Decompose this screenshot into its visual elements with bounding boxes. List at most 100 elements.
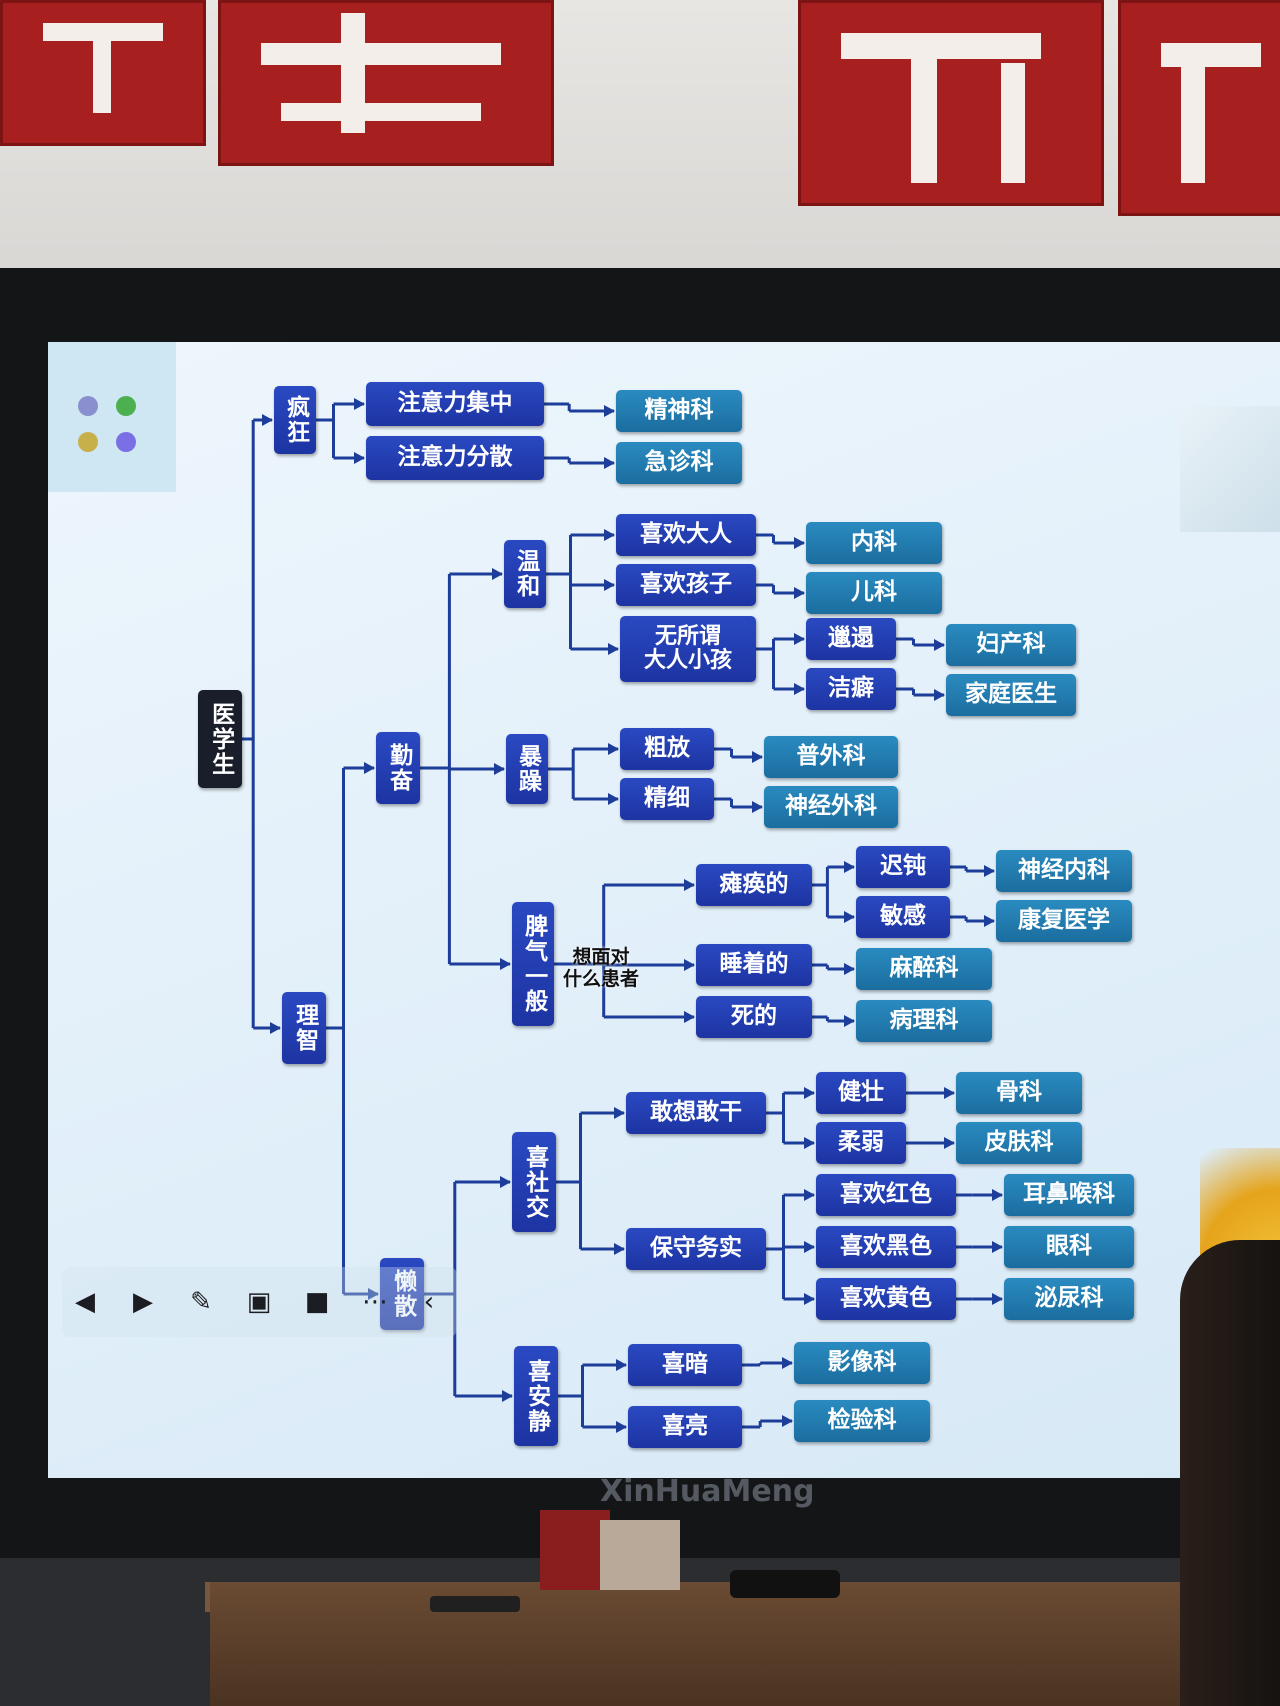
- tree-node-bold: 敢想敢干: [626, 1092, 766, 1134]
- color-dot-4: [116, 432, 136, 452]
- connector-adults: [756, 533, 775, 543]
- arrowhead-quiet: [502, 1390, 513, 1402]
- previous-slide-icon[interactable]: ◀: [75, 1287, 95, 1317]
- arrowhead-uro: [992, 1293, 1003, 1305]
- arrowhead-internal: [794, 537, 805, 549]
- tree-node-anesth: 麻醉科: [856, 948, 992, 990]
- connector-lazy: [424, 1182, 457, 1396]
- arrowhead-anesth: [844, 963, 855, 975]
- next-slide-icon[interactable]: ▶: [133, 1287, 153, 1317]
- arrowhead-peds: [794, 587, 805, 599]
- tree-node-neuro: 神经内科: [996, 850, 1132, 892]
- tree-node-root: 医学生: [198, 690, 242, 788]
- tree-node-lazy: 懒散: [380, 1258, 424, 1330]
- tree-node-focus: 注意力集中: [366, 382, 544, 426]
- arrowhead-patho: [844, 1015, 855, 1027]
- color-dot-2: [116, 396, 136, 416]
- arrowhead-ent: [992, 1189, 1003, 1201]
- screenshot-icon[interactable]: ▣: [246, 1287, 272, 1317]
- tree-node-er: 急诊科: [616, 442, 742, 484]
- arrowhead-asleep: [684, 959, 695, 971]
- wall-banner-right-2: [1118, 0, 1280, 216]
- connector-sloppy: [896, 637, 915, 645]
- connector-dead: [812, 1015, 829, 1021]
- tree-node-gentle: 温和: [504, 540, 546, 608]
- tree-node-crazy: 疯狂: [274, 386, 316, 454]
- arrowhead-eye: [992, 1241, 1003, 1253]
- connector-bold: [766, 1093, 785, 1143]
- tree-node-bright: 喜亮: [628, 1406, 742, 1448]
- tree-node-internal: 内科: [806, 522, 942, 564]
- arrowhead-paralyzed: [684, 879, 695, 891]
- arrowhead-lazy: [368, 1288, 379, 1300]
- connector-quiet: [558, 1365, 584, 1427]
- arrowhead-scatter: [354, 452, 365, 464]
- color-dot-1: [78, 396, 98, 416]
- tree-node-paralyzed: 瘫痪的: [696, 864, 812, 906]
- tree-node-neurosurg: 神经外科: [764, 786, 898, 828]
- tree-node-social: 喜社交: [512, 1132, 556, 1232]
- tree-node-dull: 迟钝: [856, 846, 950, 888]
- wall-banner-left: [0, 0, 206, 146]
- wall-banner-right-1: [798, 0, 1104, 206]
- camera-icon[interactable]: ■: [304, 1287, 330, 1317]
- tree-node-quiet: 喜安静: [514, 1346, 558, 1446]
- arrowhead-neurosurg: [752, 801, 763, 813]
- arrowhead-rehab: [984, 915, 995, 927]
- color-dot-3: [78, 432, 98, 452]
- more-icon[interactable]: ⋯: [362, 1287, 388, 1317]
- tree-node-sloppy: 邋遢: [806, 618, 896, 660]
- presentation-toolbar: ◀ ▶ ✎ ▣ ■ ⋯ ‹: [62, 1267, 457, 1337]
- arrowhead-dead: [684, 1011, 695, 1023]
- arrowhead-sensitive: [844, 911, 855, 923]
- arrowhead-social: [500, 1176, 511, 1188]
- arrowhead-crazy: [262, 414, 273, 426]
- connector-focus: [544, 402, 571, 411]
- connector-scatter: [544, 456, 571, 463]
- tree-node-patho: 病理科: [856, 1000, 992, 1042]
- corner-panel: [48, 342, 176, 492]
- arrowhead-black: [804, 1241, 815, 1253]
- connector-asleep: [812, 963, 829, 969]
- collapse-chevron-icon[interactable]: ‹: [423, 1287, 435, 1317]
- arrowhead-strong: [804, 1087, 815, 1099]
- arrowhead-dull: [844, 861, 855, 873]
- tree-node-fine: 精细: [620, 778, 714, 820]
- arrowhead-rough: [608, 743, 619, 755]
- tree-node-adults: 喜欢大人: [616, 514, 756, 556]
- tree-node-irritable: 暴躁: [506, 734, 548, 804]
- tree-node-psych: 精神科: [616, 390, 742, 432]
- connector-practical: [766, 1195, 785, 1299]
- tree-node-practical: 保守务实: [626, 1228, 766, 1270]
- arrowhead-imaging: [782, 1357, 793, 1369]
- wall-banner-center: [218, 0, 554, 166]
- cup: [540, 1510, 610, 1590]
- tree-node-eye: 眼科: [1004, 1226, 1134, 1268]
- connector-kids: [756, 583, 775, 593]
- arrowhead-gensurg: [752, 751, 763, 763]
- connector-neat: [896, 687, 915, 695]
- connector-sensitive: [950, 915, 968, 921]
- pen-icon[interactable]: ✎: [190, 1287, 212, 1317]
- tree-node-red: 喜欢红色: [816, 1174, 956, 1216]
- tree-node-scatter: 注意力分散: [366, 436, 544, 480]
- tree-node-rough: 粗放: [620, 728, 714, 770]
- connector-fine: [714, 797, 733, 807]
- arrowhead-neuro: [984, 865, 995, 877]
- arrowhead-rational: [270, 1022, 281, 1034]
- tree-node-average: 脾气一般: [512, 902, 554, 1026]
- arrowhead-dark: [616, 1359, 627, 1371]
- arrowhead-gentle: [492, 568, 503, 580]
- butterfly-image: [1180, 406, 1280, 532]
- tree-node-lab: 检验科: [794, 1400, 930, 1442]
- tree-node-uro: 泌尿科: [1004, 1278, 1134, 1320]
- tree-node-ent: 耳鼻喉科: [1004, 1174, 1134, 1216]
- connector-root: [242, 420, 255, 1028]
- tree-node-ortho: 骨科: [956, 1072, 1082, 1114]
- arrowhead-neat: [794, 683, 805, 695]
- tree-node-strong: 健壮: [816, 1072, 906, 1114]
- connector-social: [556, 1113, 582, 1249]
- arrowhead-ortho: [944, 1087, 955, 1099]
- arrowhead-red: [804, 1189, 815, 1201]
- connector-average: [554, 885, 606, 1017]
